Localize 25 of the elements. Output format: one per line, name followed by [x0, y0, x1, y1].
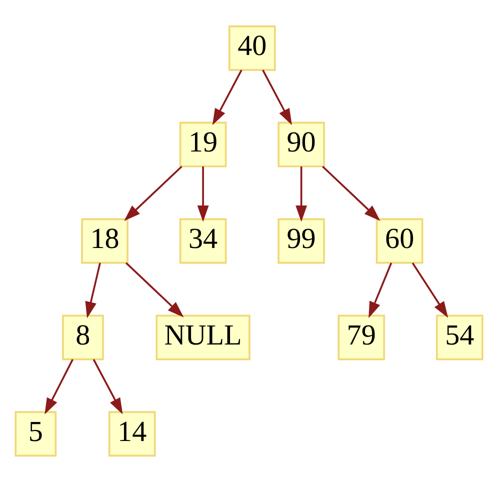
arrow — [262, 70, 292, 126]
arrow — [368, 262, 392, 318]
arrow — [124, 166, 182, 221]
node-box: NULL — [156, 314, 250, 360]
arrow — [44, 359, 74, 414]
arrow — [197, 166, 209, 222]
node-box: 60 — [376, 218, 424, 264]
node-box: 90 — [278, 122, 325, 168]
arrow — [296, 166, 308, 222]
node-box: 8 — [62, 314, 104, 360]
node-box: 18 — [81, 218, 128, 264]
node-box: 79 — [338, 314, 386, 360]
arrow — [322, 166, 380, 221]
node-box: 54 — [436, 314, 484, 360]
node-box: 99 — [278, 218, 325, 264]
arrow — [212, 70, 242, 126]
node-box: 40 — [228, 25, 276, 71]
arrow — [92, 358, 123, 414]
arrow — [85, 262, 101, 318]
arrow — [412, 262, 448, 318]
node-box: 34 — [179, 218, 227, 264]
node-box: 19 — [179, 122, 227, 168]
arrow — [126, 262, 184, 318]
node-box: 14 — [108, 411, 156, 457]
node-box: 5 — [14, 411, 57, 457]
